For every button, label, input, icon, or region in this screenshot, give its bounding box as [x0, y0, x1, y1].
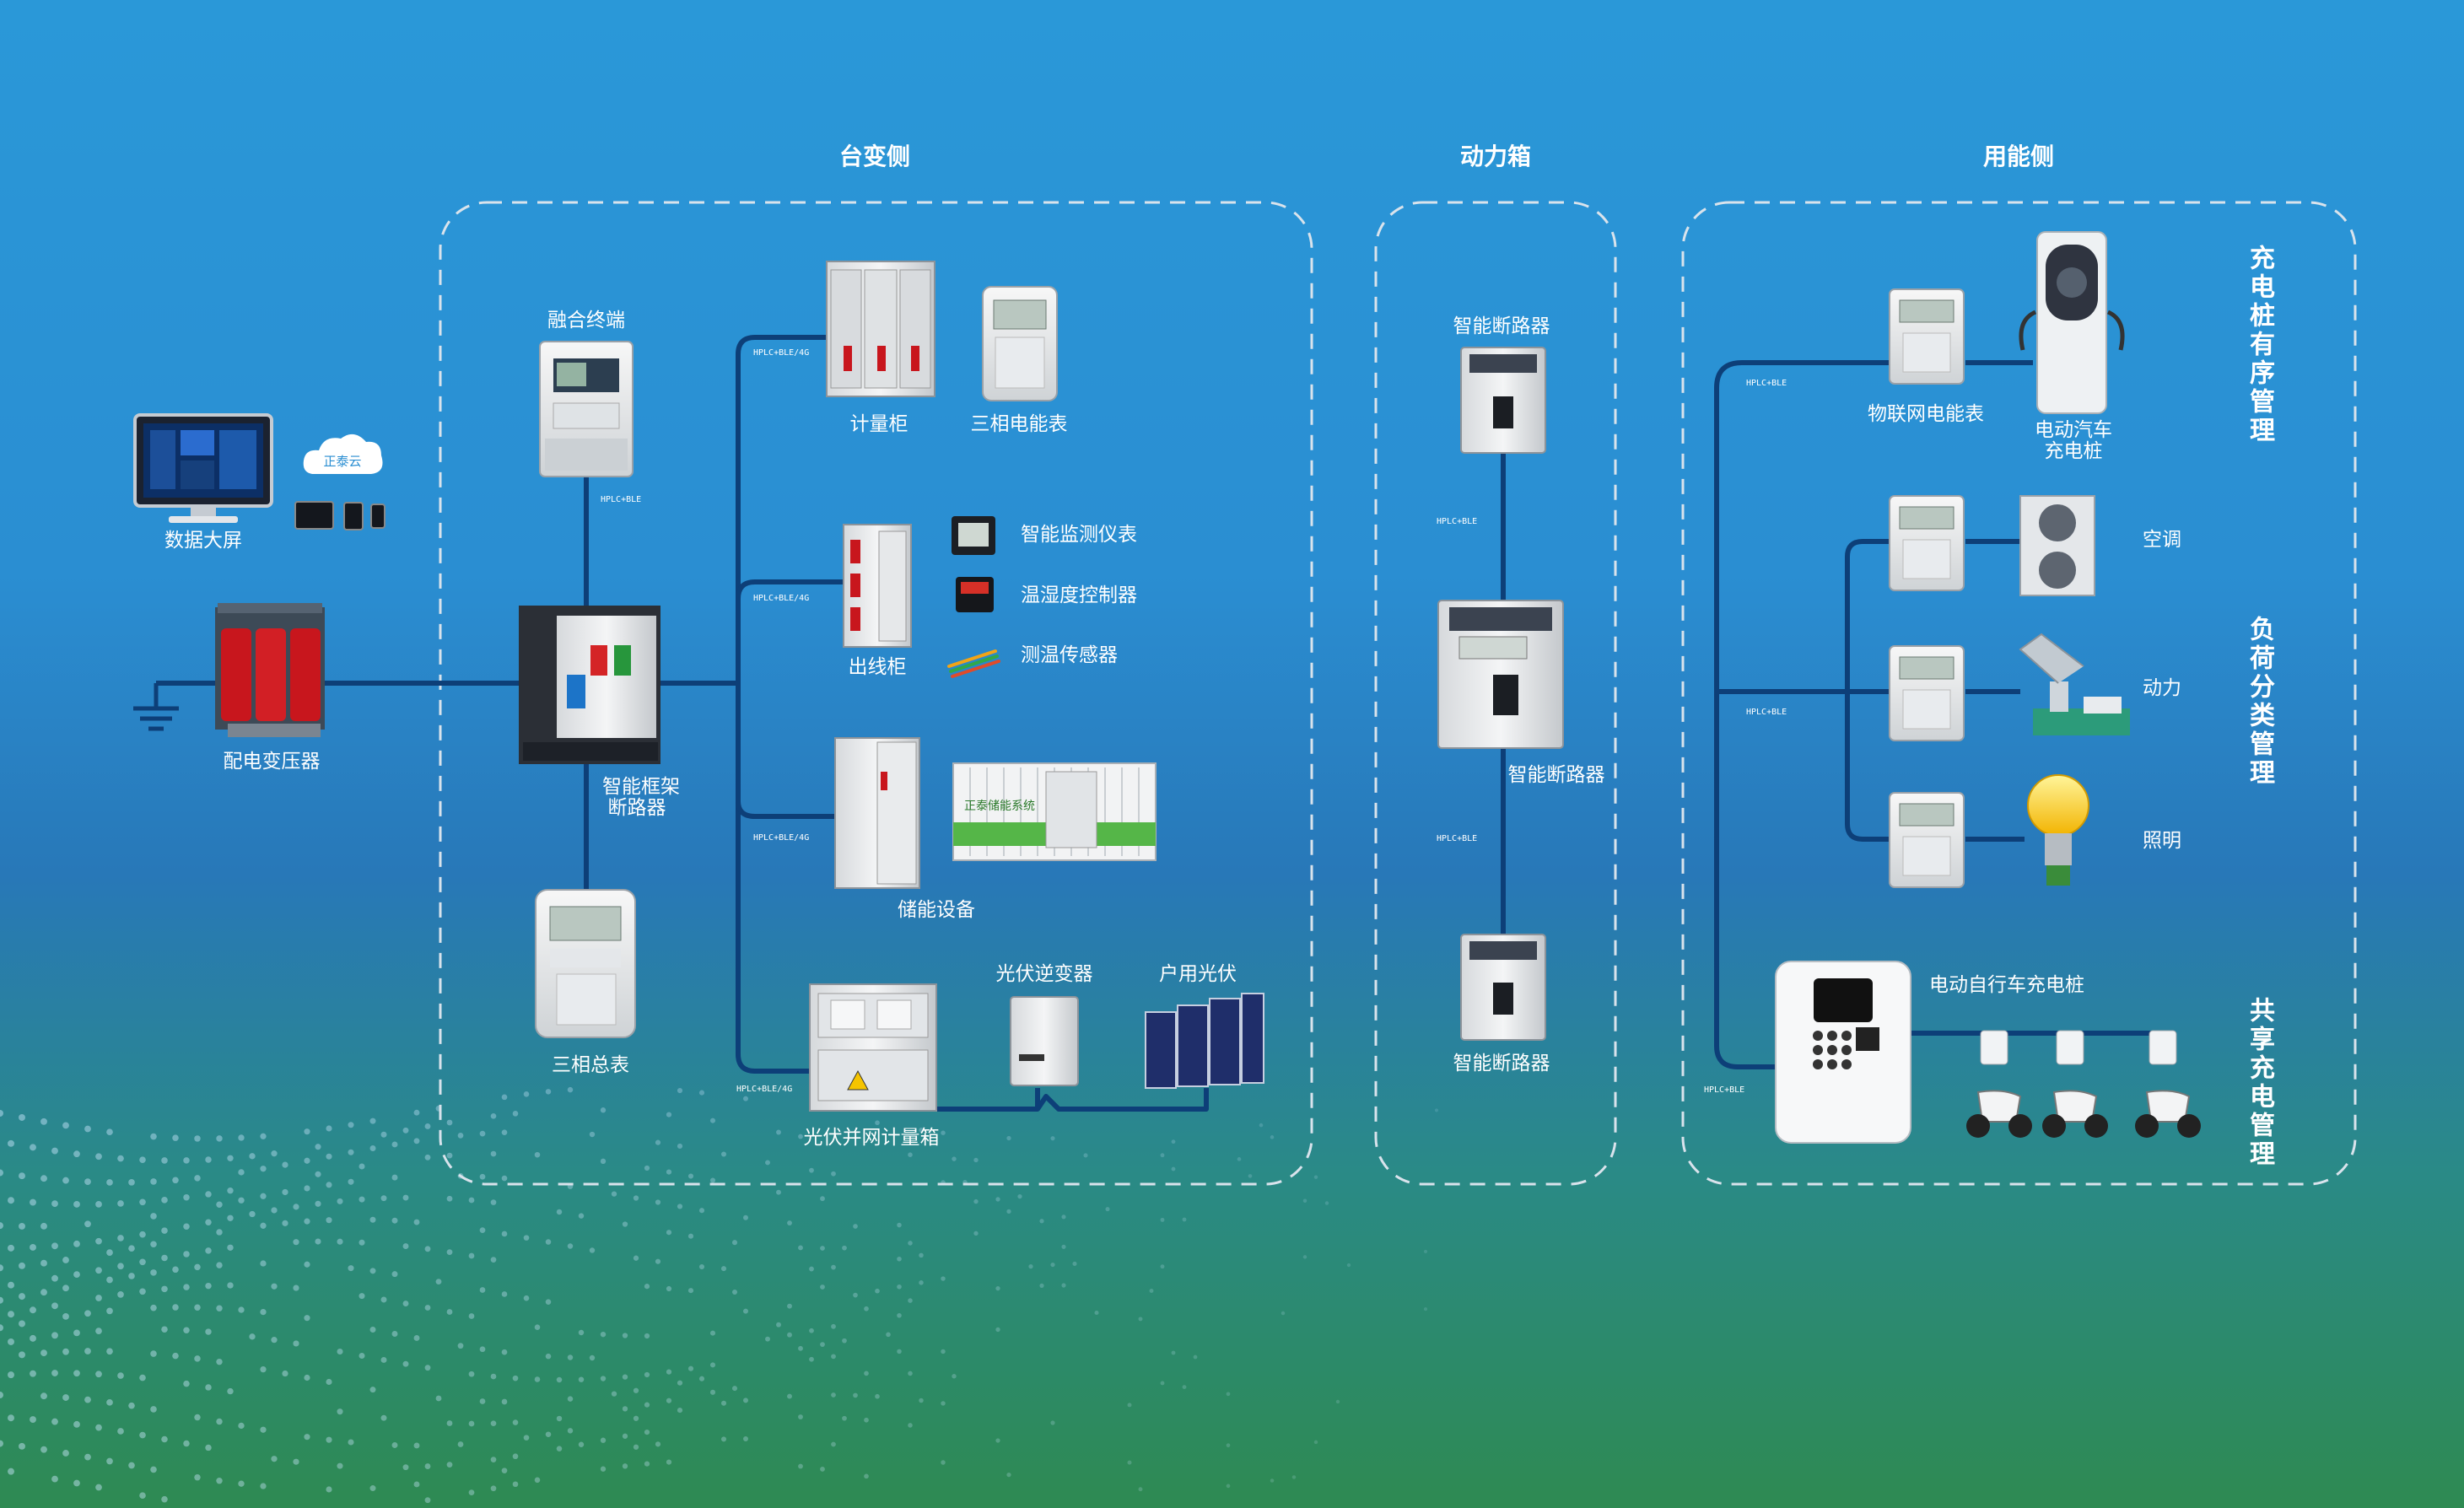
label-temp-controller: 温湿度控制器: [1021, 584, 1137, 606]
label-home-pv: 户用光伏: [1159, 963, 1237, 985]
line-trunk-vert: [738, 354, 810, 1071]
side-label-charging: 充电桩有序管理: [2240, 245, 2278, 445]
label-pv-meter-box: 光伏并网计量箱: [804, 1127, 940, 1149]
tag-consumer-lower: HPLC+BLE: [1704, 1085, 1744, 1095]
label-transformer: 配电变压器: [224, 751, 321, 773]
tag-consumer-upper: HPLC+BLE: [1746, 379, 1787, 388]
ev-charger-icon: [2021, 232, 2122, 413]
label-metering-cabinet: 计量柜: [850, 413, 908, 435]
ebike-scooter-2-icon: [2042, 1091, 2108, 1138]
label-air-conditioner: 空调: [2143, 529, 2181, 551]
iot-meter-1-icon: [1890, 289, 1964, 384]
transformer-icon: [215, 603, 325, 737]
tag-outgoing: HPLC+BLE/4G: [753, 594, 809, 603]
line-pv-chain: [936, 1088, 1206, 1109]
line-to-storage: [738, 801, 835, 816]
storage-cabinet-icon: [835, 738, 919, 888]
iot-meter-2-icon: [1890, 496, 1964, 590]
label-temp-sensor: 测温传感器: [1021, 644, 1118, 666]
tag-fusion: HPLC+BLE: [601, 495, 641, 504]
label-storage: 储能设备: [898, 899, 975, 921]
line-consumer-trunk-vert: [1717, 388, 1780, 1067]
ebike-socket-2-icon: [2057, 1031, 2084, 1064]
ebike-socket-1-icon: [1981, 1031, 2008, 1064]
side-label-shared: 共享充电管理: [2240, 997, 2278, 1169]
ebike-scooter-1-icon: [1966, 1091, 2032, 1138]
tag-breaker-upper: HPLC+BLE: [1437, 517, 1477, 526]
section-title-consumer-side: 用能侧: [1983, 138, 2054, 172]
monitor-meter-icon: [952, 516, 995, 555]
label-frame-breaker-2: 断路器: [608, 797, 666, 819]
label-lighting: 照明: [2143, 830, 2181, 852]
storage-brand-text: 正泰储能系统: [964, 800, 1035, 813]
side-label-load: 负荷分类管理: [2240, 616, 2278, 788]
label-iot-meter: 物联网电能表: [1868, 403, 1984, 425]
line-consumer-load-bus2: [1847, 557, 1894, 839]
tag-pv: HPLC+BLE/4G: [736, 1085, 792, 1094]
main-meter-icon: [536, 890, 635, 1037]
decorative-dot-wave: [0, 1087, 1438, 1503]
iot-meter-3-icon: [1890, 646, 1964, 741]
label-outgoing-cabinet: 出线柜: [849, 656, 907, 678]
label-ev-charger-2: 充电桩: [2045, 440, 2103, 462]
fusion-terminal-icon: [540, 342, 633, 477]
ground-icon: [133, 683, 179, 729]
line-consumer-load-bus: [1847, 541, 1894, 557]
breaker-top-icon: [1461, 347, 1545, 453]
ebike-charger-icon: [1776, 961, 1911, 1143]
metering-cabinet-icon: [827, 261, 935, 396]
label-ev-charger-1: 电动汽车: [2035, 419, 2112, 441]
three-phase-meter-icon: [983, 287, 1057, 401]
ebike-socket-3-icon: [2149, 1031, 2176, 1064]
pv-inverter-icon: [1011, 997, 1078, 1085]
storage-container-icon: 正泰储能系统: [953, 763, 1156, 860]
section-title-transformer-side: 台变侧: [839, 138, 910, 172]
tag-breaker-lower: HPLC+BLE: [1437, 834, 1477, 843]
label-three-phase-meter: 三相电能表: [971, 413, 1068, 435]
label-breaker-top: 智能断路器: [1453, 315, 1550, 337]
cloud-logo-text: 正泰云: [323, 454, 361, 469]
light-bulb-icon: [2028, 775, 2089, 886]
temp-controller-icon: [956, 577, 994, 612]
label-breaker-bottom: 智能断路器: [1453, 1053, 1550, 1074]
temp-sensor-icon: [949, 651, 999, 676]
label-data-screen: 数据大屏: [164, 530, 242, 552]
cloud-icon: 正泰云: [304, 434, 383, 474]
section-title-power-box: 动力箱: [1460, 138, 1531, 172]
tag-storage: HPLC+BLE/4G: [753, 833, 809, 843]
label-breaker-mid: 智能断路器: [1508, 764, 1605, 786]
label-ebike-charger: 电动自行车充电桩: [1929, 974, 2084, 996]
label-pv-inverter: 光伏逆变器: [996, 963, 1093, 985]
robot-arm-icon: [2020, 634, 2130, 735]
breaker-bottom-icon: [1461, 934, 1545, 1040]
line-consumer-trunk: [1717, 363, 1894, 388]
breaker-mid-icon: [1438, 601, 1563, 748]
tag-metering: HPLC+BLE/4G: [753, 348, 809, 358]
pv-meter-box-icon: [810, 984, 936, 1111]
outgoing-cabinet-icon: [844, 525, 911, 647]
air-conditioner-icon: [2020, 496, 2095, 595]
tag-consumer-mid: HPLC+BLE: [1746, 708, 1787, 717]
label-main-meter: 三相总表: [552, 1054, 629, 1076]
iot-meter-4-icon: [1890, 793, 1964, 887]
label-frame-breaker-1: 智能框架: [602, 776, 680, 798]
ebike-scooter-3-icon: [2135, 1091, 2201, 1138]
label-monitor-meter: 智能监测仪表: [1021, 524, 1137, 546]
label-power: 动力: [2143, 677, 2181, 699]
frame-breaker-icon: [519, 606, 660, 764]
home-pv-icon: [1146, 994, 1264, 1088]
label-fusion-terminal: 融合终端: [547, 310, 625, 331]
